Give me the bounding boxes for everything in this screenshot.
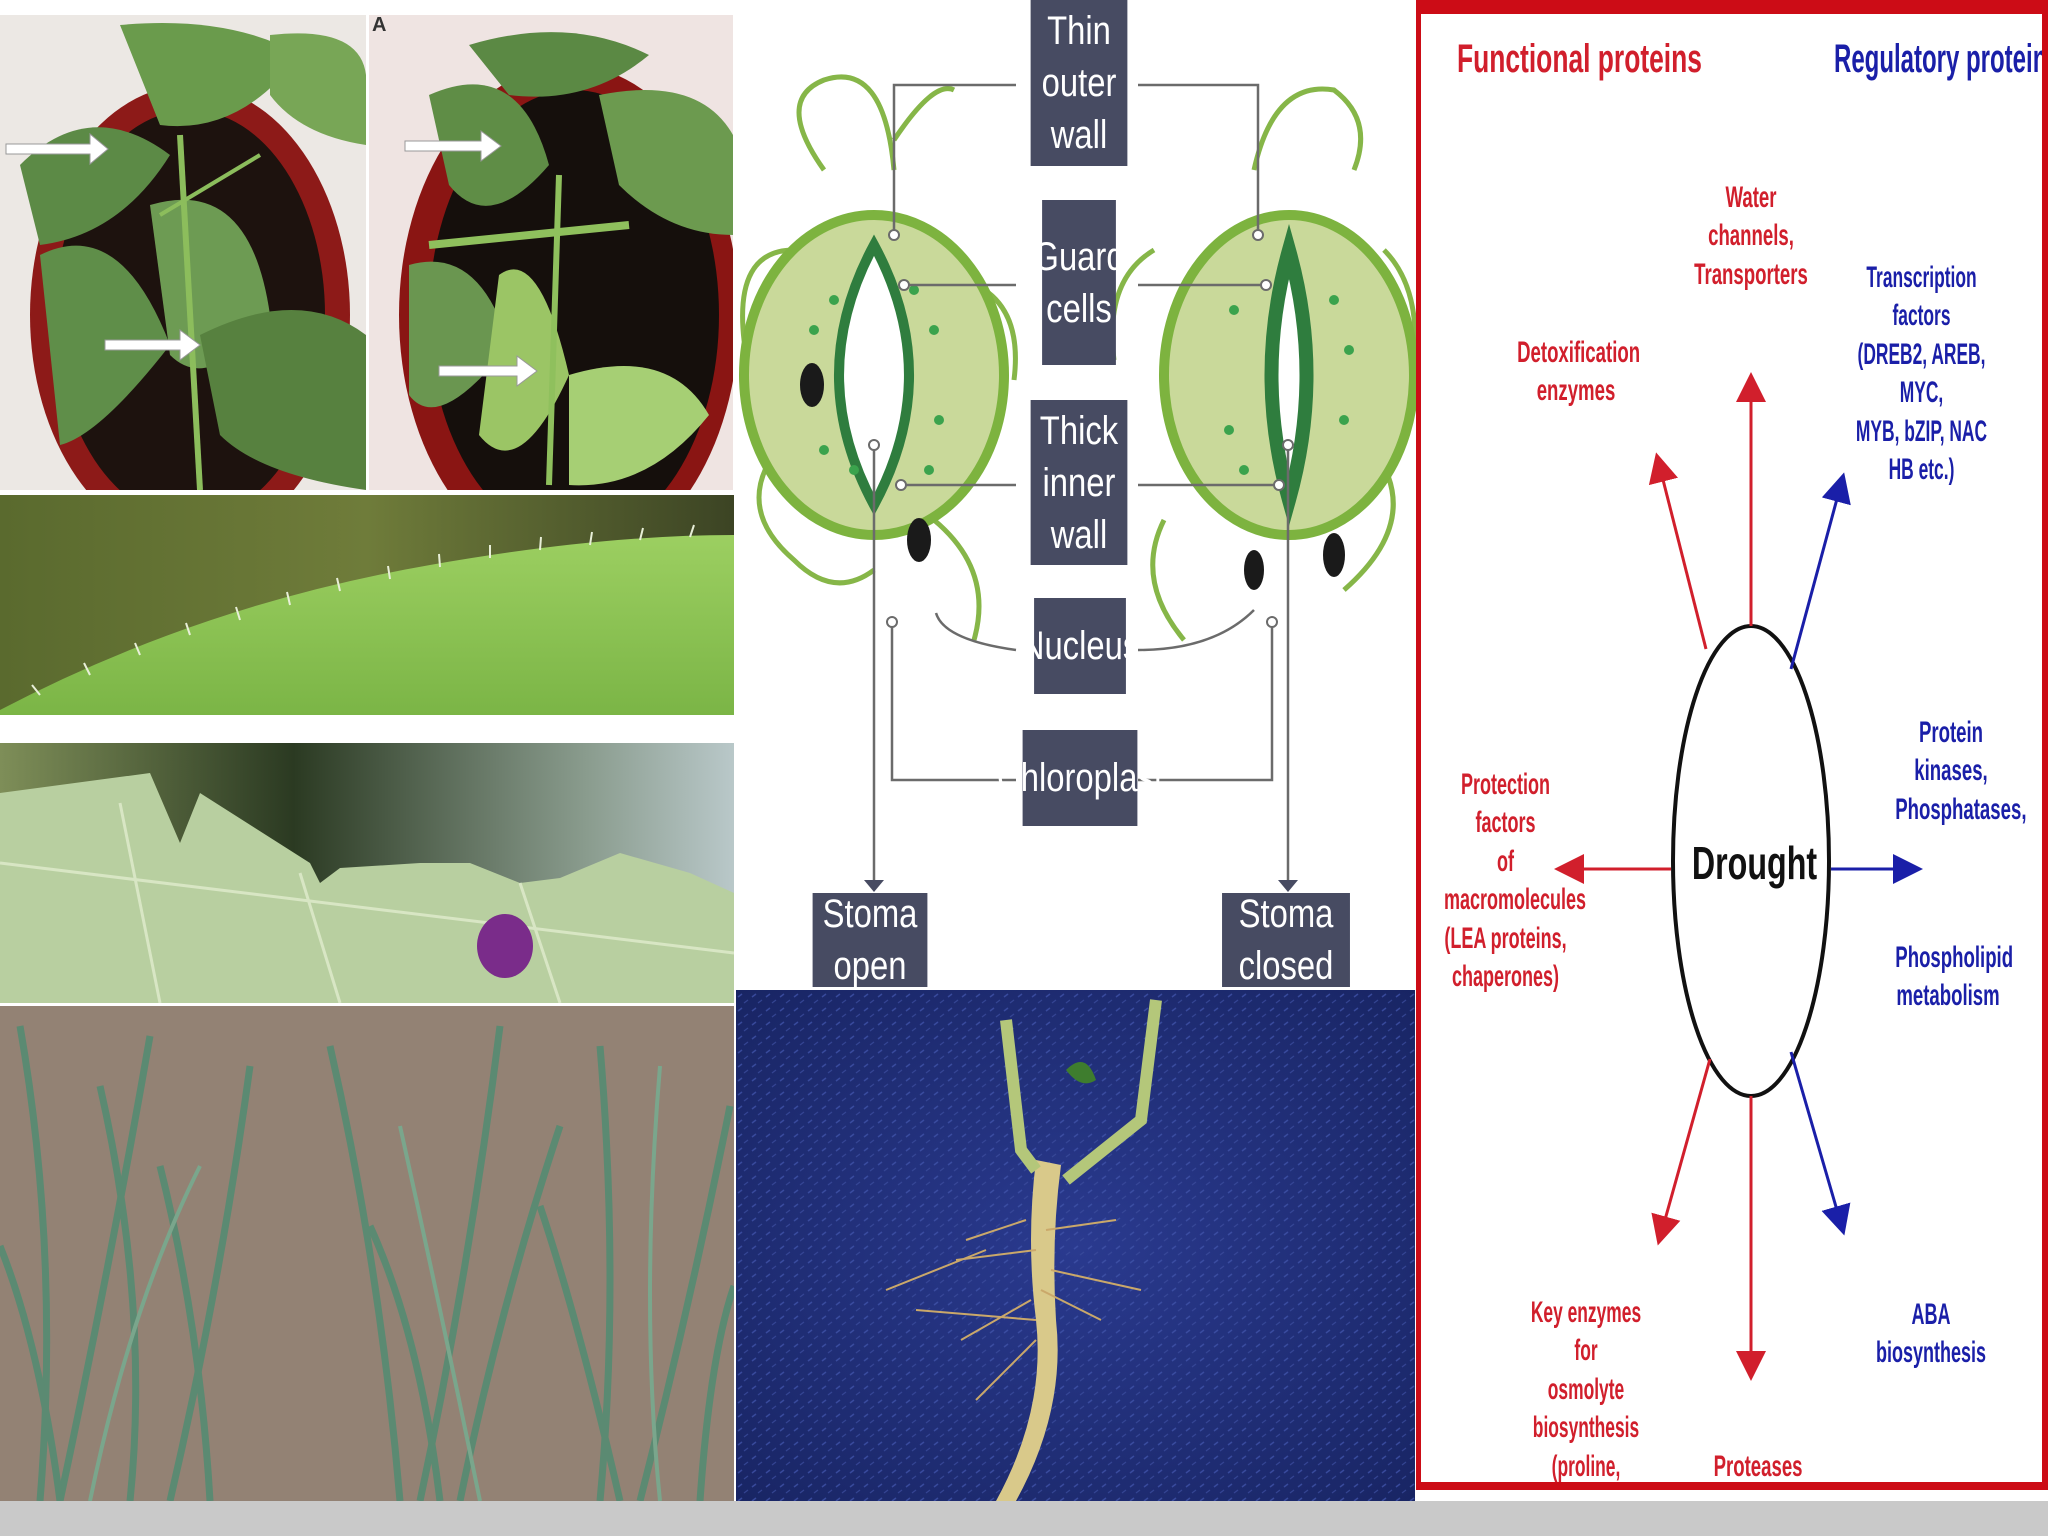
label-nucleus: Nucleus	[1021, 598, 1139, 694]
drought-arrows	[1554, 372, 1923, 1381]
panel-letter: A	[372, 14, 387, 36]
label-thin-outer-wall: Thin outer wall	[1030, 0, 1128, 166]
label-stoma-closed: Stoma closed	[1222, 892, 1350, 988]
white-arrows-right	[404, 130, 538, 387]
phospholipid-text: Phospholipid metabolism	[1895, 941, 2014, 1013]
functional-proteins-header: Functional proteins	[1457, 37, 1702, 81]
drought-diagram: Functional proteins Regulatory proteins …	[1416, 0, 2048, 1490]
plant-photo-left	[0, 15, 366, 490]
key-enzymes-text: Key enzymes for osmolyte biosynthesis (p…	[1530, 1296, 1642, 1483]
label-chloroplast: Chloroplast	[997, 730, 1163, 826]
white-arrows	[5, 132, 201, 361]
potted-plants-photo	[0, 15, 366, 490]
label-thick-inner-wall: Thick inner wall	[1030, 400, 1128, 565]
stomata-drawing	[739, 74, 1416, 892]
detoxification-text: Detoxification enzymes	[1517, 336, 1641, 408]
water-channels-text: Water channels, Transporters	[1694, 181, 1808, 291]
protection-factors-text: Protection factors of macromolecules (LE…	[1444, 768, 1587, 993]
label-stoma-open: Stoma open	[812, 892, 928, 988]
root-photo	[736, 990, 1415, 1501]
potted-plants-photo-right	[369, 15, 733, 490]
drought-center-label: Drought	[1691, 837, 1818, 889]
onion-field-photo	[0, 1006, 734, 1501]
aba-biosynthesis-text: ABA biosynthesis	[1875, 1298, 1987, 1370]
transcription-factors-text: Transcription factors (DREB2, AREB, MYC,…	[1855, 261, 1988, 486]
regulatory-proteins-header: Regulatory proteins	[1834, 37, 2048, 81]
proteases-text: Proteases	[1713, 1450, 1803, 1483]
protein-kinases-text: Protein kinases, Phosphatases,	[1895, 716, 2027, 826]
label-guard-cells: Guard cells	[1033, 200, 1125, 365]
leaf-hairs-photo	[0, 495, 734, 715]
serrated-leaf-photo	[0, 743, 734, 1003]
footer-bar	[0, 1501, 2048, 1536]
stomata-diagram: Thin outer wall Guard cells Thick inner …	[734, 0, 1416, 990]
